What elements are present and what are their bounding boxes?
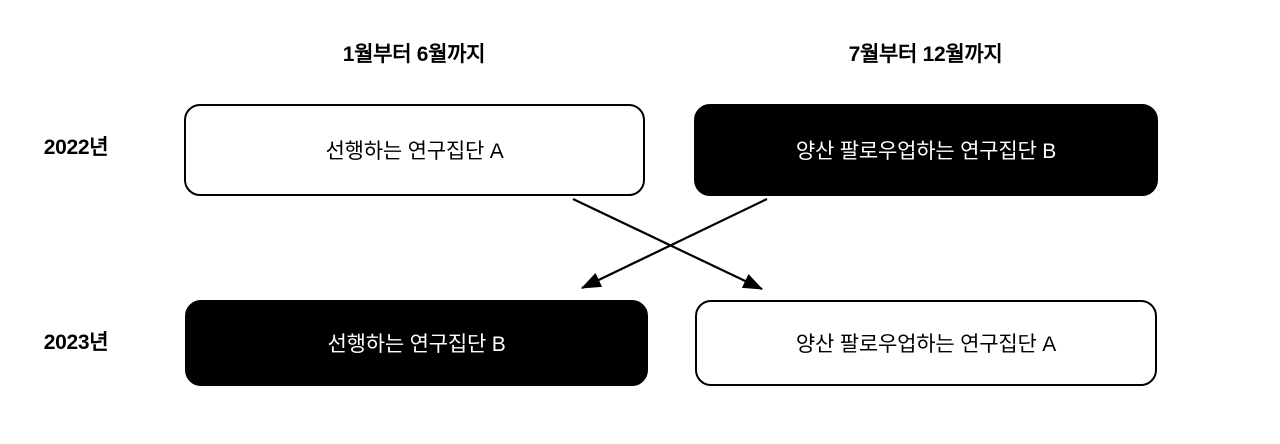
column-header-second-half: 7월부터 12월까지 [848,43,1003,66]
box-2022-followup-group-b: 양산 팔로우업하는 연구집단 B [694,104,1158,196]
arrow-leading-a-to-followup-a [572,198,763,290]
box-2023-followup-group-a: 양산 팔로우업하는 연구집단 A [695,300,1157,386]
box-2023-leading-group-b: 선행하는 연구집단 B [185,300,648,386]
row-label-2023: 2023년 [43,331,109,354]
column-header-first-half: 1월부터 6월까지 [342,43,486,66]
arrow-followup-b-to-leading-b [581,198,768,289]
row-label-2022: 2022년 [43,136,109,159]
box-2022-leading-group-a: 선행하는 연구집단 A [184,104,645,196]
